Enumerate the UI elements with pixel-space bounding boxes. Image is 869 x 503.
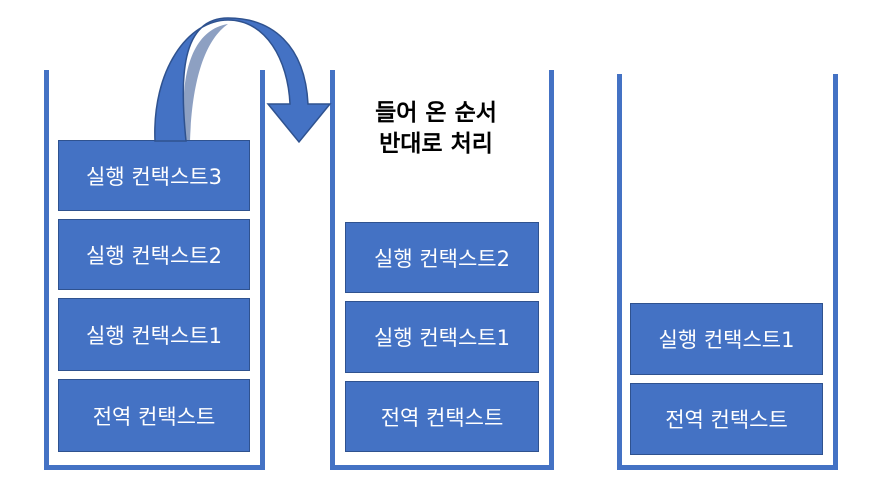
caption-line-1: 들어 온 순서 (375, 100, 497, 126)
stack-2-left-wall (330, 70, 335, 470)
stack-1-block-2: 실행 컨택스트2 (58, 219, 250, 290)
stack-2-block-1: 실행 컨택스트2 (345, 222, 539, 293)
stack-1-block-3: 실행 컨택스트1 (58, 298, 250, 371)
stack-3-floor (617, 465, 838, 470)
stack-3-block-2: 전역 컨택스트 (630, 383, 823, 455)
caption-line-2: 반대로 처리 (379, 131, 493, 157)
stack-1-floor (44, 465, 265, 470)
stack-2-floor (330, 465, 554, 470)
stack-1-left-wall (44, 70, 49, 470)
stack-2-block-2: 실행 컨택스트1 (345, 301, 539, 373)
stack-2-right-wall (549, 70, 554, 470)
stack-3-right-wall (833, 74, 838, 470)
stack-3-left-wall (617, 74, 622, 470)
stack-1-block-1: 실행 컨택스트3 (58, 140, 250, 211)
stack-3-block-1: 실행 컨택스트1 (630, 303, 823, 375)
stack-1-block-4: 전역 컨택스트 (58, 379, 250, 452)
stack-2-block-3: 전역 컨택스트 (345, 381, 539, 452)
stack-1-right-wall (260, 70, 265, 470)
